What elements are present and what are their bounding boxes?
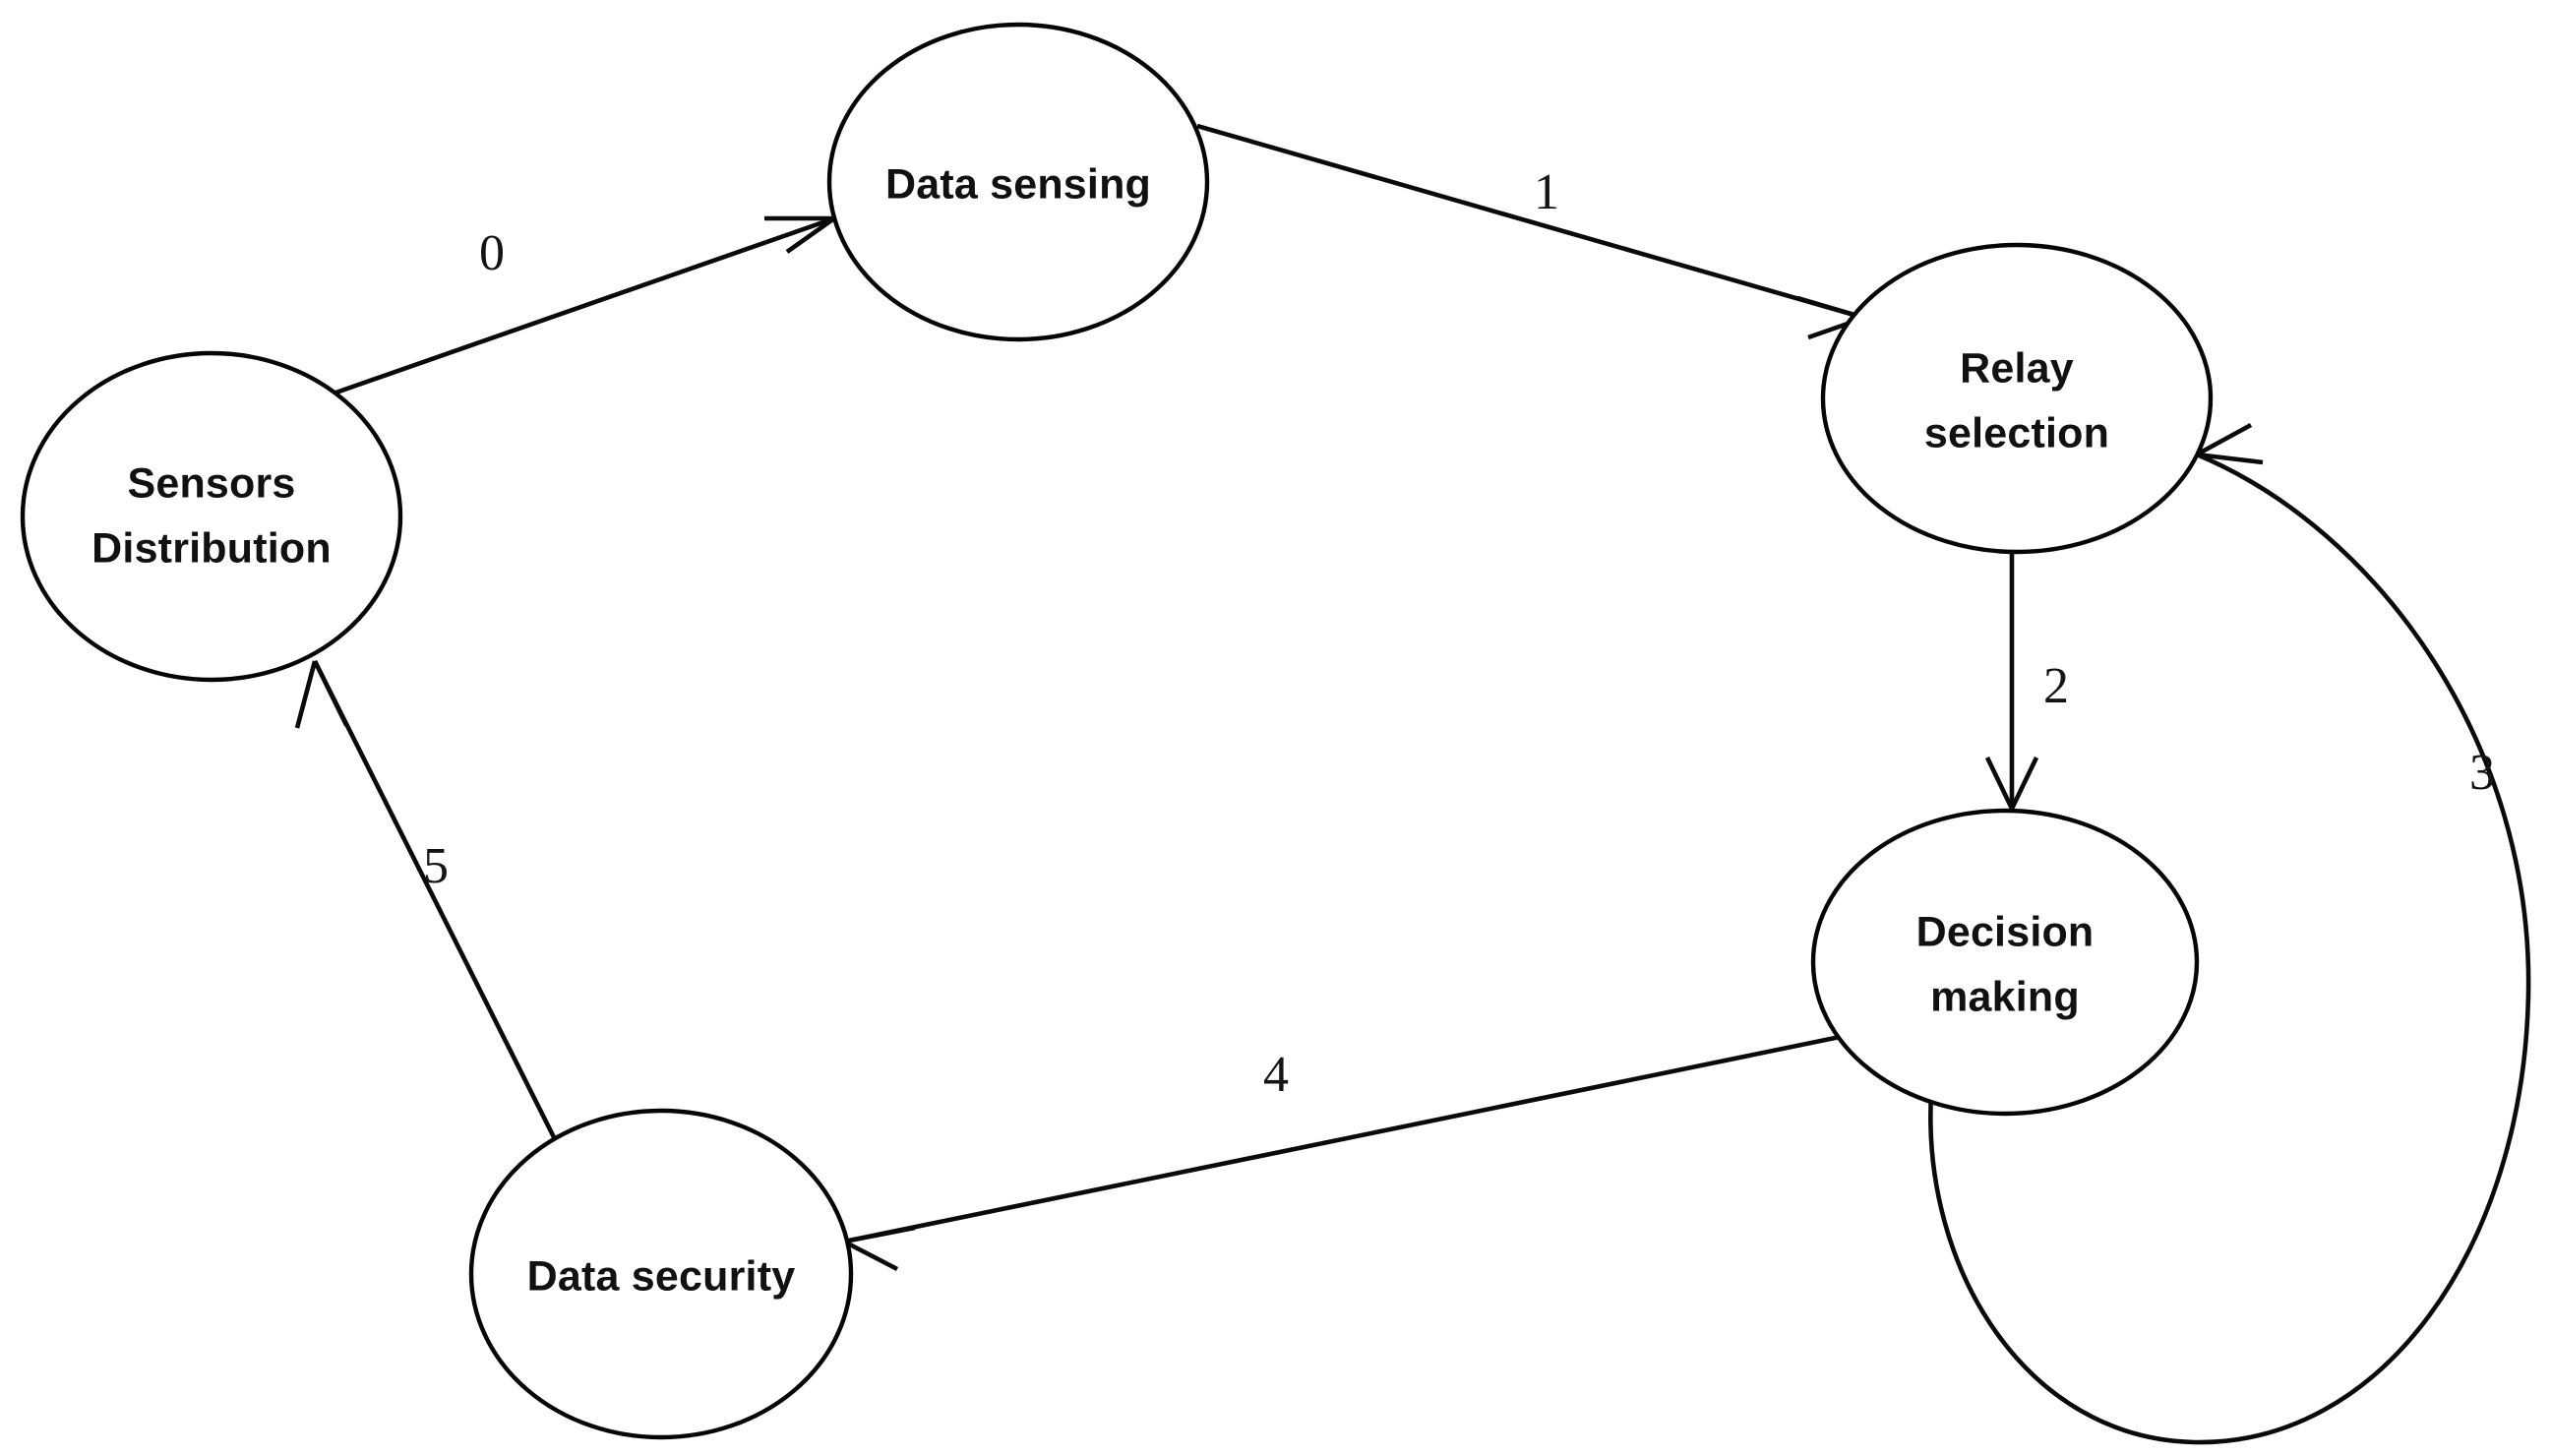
edge-3-curve: [1928, 452, 2531, 1445]
edge-0-line: [327, 215, 835, 398]
edge-4-label: 4: [1263, 1047, 1289, 1103]
edge-1-data-sensing-to-relay-selection[interactable]: 1: [1196, 123, 1865, 340]
node-data-security-label-line1: Data security: [527, 1252, 796, 1300]
node-decision-making-shape: [1810, 808, 2200, 1117]
edge-2-arrowhead-icon: [1984, 757, 2039, 810]
node-data-security[interactable]: Data security: [468, 1108, 854, 1440]
node-sensors-distribution-label-line1: Sensors: [127, 459, 295, 507]
edge-0-label: 0: [479, 225, 505, 281]
edge-3-arrowhead-icon: [2195, 422, 2264, 465]
node-data-sensing-shape: [826, 22, 1210, 342]
node-data-sensing-label-line1: Data sensing: [885, 160, 1151, 208]
edge-2-label: 2: [2043, 658, 2069, 714]
edge-5-arrowhead-icon: [294, 659, 349, 729]
edge-1-line: [1196, 123, 1865, 321]
node-relay-selection-label-line2: selection: [1924, 409, 2109, 456]
edge-5-line: [312, 659, 559, 1143]
node-relay-selection[interactable]: Relay selection: [1820, 242, 2214, 555]
node-sensors-distribution-label-line2: Distribution: [91, 524, 332, 572]
edge-4-arrowhead-icon: [842, 1225, 916, 1272]
edge-4-line: [843, 1032, 1851, 1244]
node-sensors-distribution[interactable]: Sensors Distribution: [20, 350, 403, 683]
node-data-sensing[interactable]: Data sensing: [826, 22, 1210, 342]
edge-5-data-security-to-sensors-distribution[interactable]: 5: [294, 659, 559, 1143]
edge-2-relay-selection-to-decision-making[interactable]: 2: [1984, 549, 2069, 810]
node-relay-selection-shape: [1820, 242, 2214, 555]
edge-0-sensors-distribution-to-data-sensing[interactable]: 0: [327, 215, 836, 398]
node-data-security-shape: [468, 1108, 854, 1440]
node-decision-making-label-line1: Decision: [1916, 908, 2095, 955]
edge-3-label: 3: [2469, 745, 2495, 801]
node-sensors-distribution-shape: [20, 350, 403, 683]
edge-5-label: 5: [423, 838, 449, 894]
node-decision-making[interactable]: Decision making: [1810, 808, 2200, 1117]
edge-4-decision-making-to-data-security[interactable]: 4: [842, 1032, 1851, 1272]
edge-3-decision-making-to-relay-selection[interactable]: 3: [1928, 422, 2531, 1445]
edge-0-arrowhead-icon: [764, 215, 836, 254]
node-decision-making-label-line2: making: [1930, 973, 2080, 1020]
edge-1-label: 1: [1534, 164, 1559, 220]
node-relay-selection-label-line1: Relay: [1960, 344, 2074, 392]
